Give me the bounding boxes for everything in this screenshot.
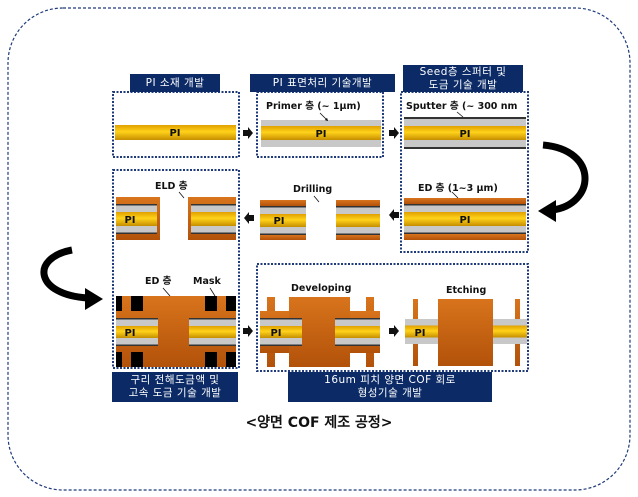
title-text: 고속 도금 기술 개발 — [128, 387, 222, 399]
etched-stack — [405, 299, 527, 366]
title-text: Seed층 스퍼터 및 — [419, 65, 507, 78]
curved-arrow-head — [85, 288, 103, 310]
eld-stack — [116, 197, 236, 240]
pi-film — [115, 125, 236, 140]
developing-label: Developing — [291, 283, 351, 294]
title-text: 도금 기술 개발 — [428, 78, 498, 91]
title-text: 16um 피치 양면 COF 회로 — [324, 374, 456, 386]
title-text: 형성기술 개발 — [357, 387, 423, 399]
pi-label: PI — [273, 216, 284, 227]
pi-label: PI — [270, 328, 281, 339]
developed-stack — [260, 297, 380, 367]
drilling-label: Drilling — [293, 184, 332, 195]
title-plating: 구리 전해도금액 및 고속 도금 기술 개발 — [112, 372, 238, 402]
arrow-left-icon — [244, 212, 254, 224]
drilled-stack — [260, 200, 380, 240]
title-seed-layer: Seed층 스퍼터 및 도금 기술 개발 — [403, 65, 523, 92]
pi-label: PI — [169, 128, 180, 139]
ed-label: ED 층 (1~3 μm) — [418, 182, 498, 194]
pi-label: PI — [124, 328, 135, 339]
arrow-right-icon — [389, 127, 399, 139]
arrow-left-icon — [389, 209, 399, 221]
sputter-label: Sputter 층 (~ 300 nm — [406, 100, 517, 112]
pi-label: PI — [459, 215, 470, 226]
curved-arrow-icon — [542, 141, 589, 214]
diagram-caption: <양면 COF 제조 공정> — [245, 415, 393, 431]
pi-label: PI — [315, 129, 326, 140]
primer-label: Primer 층 (~ 1μm) — [266, 100, 361, 112]
title-circuit: 16um 피치 양면 COF 회로 형성기술 개발 — [288, 372, 492, 402]
mask-label: Mask — [193, 276, 222, 287]
box-seed-layer — [400, 91, 529, 253]
curved-arrow-head — [538, 200, 556, 222]
mask-blocks — [116, 296, 236, 367]
pi-label: PI — [414, 328, 425, 339]
title-pi-surface: PI 표면처리 기술개발 — [250, 74, 395, 92]
box-pi-material — [112, 91, 240, 158]
title-text: PI 표면처리 기술개발 — [272, 76, 373, 89]
title-pi-material: PI 소재 개발 — [130, 74, 220, 92]
pi-label: PI — [459, 129, 470, 140]
ed-label: ED 층 — [145, 275, 172, 287]
title-text: PI 소재 개발 — [145, 76, 205, 89]
arrow-right-icon — [389, 325, 399, 337]
sputter-stack — [404, 117, 526, 149]
title-text: 구리 전해도금액 및 — [130, 374, 220, 386]
etching-label: Etching — [446, 285, 486, 296]
arrow-right-icon — [243, 127, 253, 139]
box-plating — [112, 169, 240, 369]
box-pi-surface — [256, 91, 384, 158]
eld-label: ELD 층 — [155, 180, 188, 192]
arrow-right-icon — [243, 325, 253, 337]
outer-frame — [7, 7, 631, 491]
pi-film — [261, 126, 381, 140]
pi-label: PI — [124, 215, 135, 226]
plated-stack — [116, 296, 236, 367]
curved-arrow-icon — [40, 246, 89, 302]
ed-stack — [404, 198, 526, 240]
